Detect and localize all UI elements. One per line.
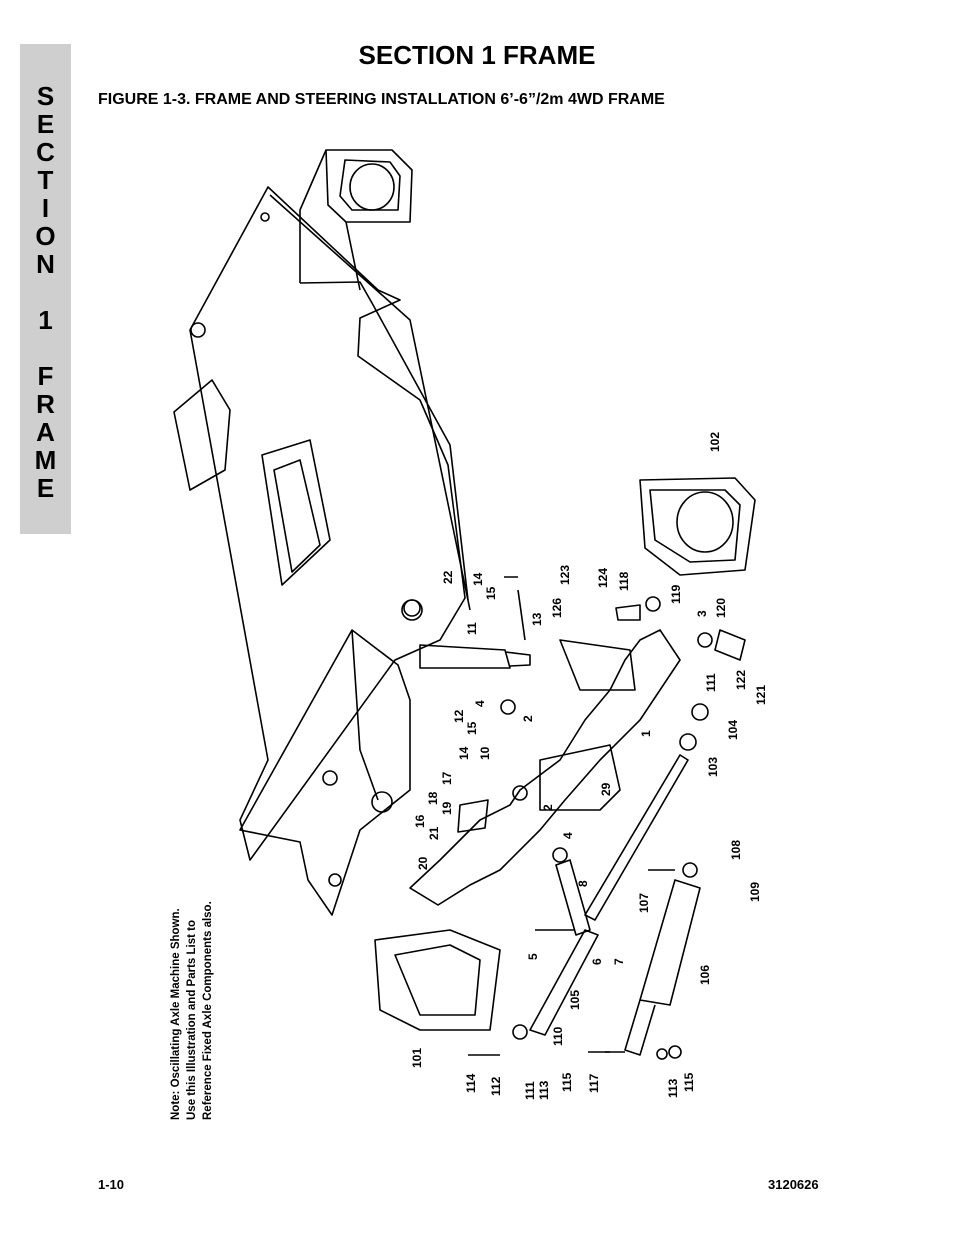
- bracket-102: [639, 477, 756, 576]
- callout-5: 5: [526, 953, 540, 960]
- callout-119: 119: [669, 584, 683, 604]
- callout-126: 126: [550, 598, 564, 618]
- page-number: 1-10: [98, 1177, 125, 1192]
- callout-102: 102: [708, 432, 722, 452]
- side-tab-letter: A: [36, 417, 55, 447]
- frame-steering-exploded-diagram: 1 2 2 3 4 4 5 6 7 8 10 11 12 13 14 14 15…: [173, 149, 768, 1100]
- callout-19: 19: [440, 801, 454, 815]
- note-line: Note: Oscillating Axle Machine Shown.: [170, 908, 182, 1120]
- document-number: 3120626: [768, 1177, 819, 1192]
- side-tab-letter: E: [36, 109, 55, 139]
- figure-title: FIGURE 1-3. FRAME AND STEERING INSTALLAT…: [98, 91, 665, 108]
- callout-113: 113: [537, 1080, 551, 1100]
- callout-7: 7: [612, 958, 626, 965]
- side-tab-letter: E: [36, 473, 55, 503]
- callout-14: 14: [471, 572, 485, 586]
- side-tab-letter: S: [36, 81, 55, 111]
- callout-20: 20: [416, 856, 430, 870]
- callout-118: 118: [617, 571, 631, 591]
- callout-115: 115: [682, 1072, 696, 1092]
- tie-rod-105: [529, 929, 599, 1036]
- note-line: Use this Illustration and Parts List to: [186, 919, 198, 1120]
- steering-cylinder: [419, 644, 511, 669]
- callout-111: 111: [704, 673, 718, 692]
- callout-103: 103: [706, 757, 720, 777]
- callout-29: 29: [599, 782, 613, 796]
- callout-108: 108: [729, 840, 743, 860]
- side-tab-letter: T: [37, 165, 54, 195]
- callout-1: 1: [639, 730, 653, 737]
- bracket-101: [374, 929, 501, 1031]
- front-bolster: [239, 629, 411, 916]
- callout-111: 111: [523, 1081, 537, 1100]
- side-tab-letter: 1: [38, 305, 53, 335]
- callout-4: 4: [473, 700, 487, 707]
- tie-rod-103: [584, 754, 689, 921]
- side-tab-letter: M: [34, 445, 57, 475]
- callout-17: 17: [440, 771, 454, 785]
- side-tab-letter: I: [41, 193, 50, 223]
- callout-14: 14: [457, 746, 471, 760]
- callout-122: 122: [734, 670, 748, 690]
- side-tab-letter: N: [36, 249, 55, 279]
- callout-104: 104: [726, 720, 740, 740]
- rear-flange: [325, 149, 413, 223]
- callout-13: 13: [530, 612, 544, 626]
- callout-18: 18: [426, 791, 440, 805]
- callout-109: 109: [748, 882, 762, 902]
- callout-124: 124: [596, 568, 610, 588]
- callout-12: 12: [452, 709, 466, 723]
- callout-117: 117: [587, 1073, 601, 1093]
- callout-15: 15: [484, 586, 498, 600]
- section-title: SECTION 1 FRAME: [358, 40, 596, 70]
- callout-6: 6: [590, 958, 604, 965]
- callout-101: 101: [410, 1048, 424, 1068]
- side-tab-letter: F: [37, 361, 54, 391]
- side-tab-letter: R: [36, 389, 55, 419]
- lift-cylinder: [639, 879, 701, 1006]
- note-line: Reference Fixed Axle Components also.: [202, 901, 214, 1120]
- callout-107: 107: [637, 893, 651, 913]
- callout-8: 8: [576, 880, 590, 887]
- callout-106: 106: [698, 965, 712, 985]
- callout-4: 4: [561, 832, 575, 839]
- callout-123: 123: [558, 565, 572, 585]
- section-side-tab: S E C T I O N 1 F R A M E: [20, 44, 71, 534]
- callout-15: 15: [465, 721, 479, 735]
- callout-22: 22: [441, 570, 455, 584]
- callout-110: 110: [551, 1026, 565, 1046]
- callout-2: 2: [521, 715, 535, 722]
- frame-plate: [189, 186, 466, 861]
- callout-112: 112: [489, 1076, 503, 1096]
- callout-16: 16: [413, 814, 427, 828]
- callout-105: 105: [568, 990, 582, 1010]
- callout-120: 120: [714, 598, 728, 618]
- callout-10: 10: [478, 746, 492, 760]
- callout-11: 11: [465, 622, 479, 635]
- callout-113: 113: [666, 1078, 680, 1098]
- callout-115: 115: [560, 1072, 574, 1092]
- callout-3: 3: [695, 610, 709, 617]
- axle: [409, 629, 681, 906]
- note-rotated: Note: Oscillating Axle Machine Shown. Us…: [168, 855, 220, 1120]
- pin-8: [555, 859, 591, 936]
- callout-114: 114: [464, 1073, 478, 1093]
- side-tab-letter: C: [36, 137, 55, 167]
- callout-121: 121: [754, 685, 768, 705]
- callout-2: 2: [541, 804, 555, 811]
- callout-21: 21: [427, 826, 441, 840]
- side-tab-letter: O: [35, 221, 56, 251]
